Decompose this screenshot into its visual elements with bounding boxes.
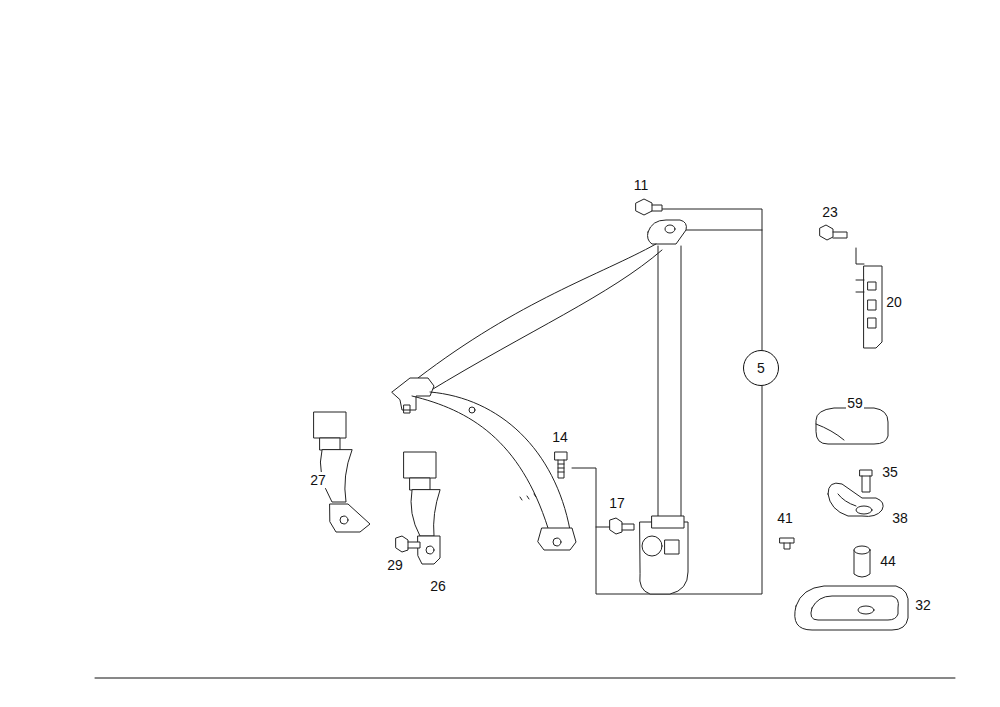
bracket-hole [868,300,876,310]
tray-hole [858,606,874,614]
bolt-thread [558,464,564,472]
callout-number: 14 [551,429,569,445]
retractor [640,522,688,594]
buckle-neck [320,438,340,450]
bolt [610,518,634,534]
bolt [780,538,794,549]
callout-number: 38 [891,510,909,526]
callout-number: 23 [821,204,839,220]
ring-hole [856,506,872,514]
retractor-spool [642,536,662,556]
callout-number: 32 [914,597,932,613]
buckle-strap [411,490,440,536]
callout-number: 17 [608,495,626,511]
callout-number: 29 [386,557,404,573]
callout-number: 26 [429,578,447,594]
belt-webbing [658,246,681,516]
group-circle: 5 [743,350,779,386]
callout-number: 27 [309,472,327,488]
belt-tongue [392,378,434,410]
anchor-hole [340,516,348,524]
bolt [820,225,847,240]
buckle-neck [410,478,430,490]
group-bracket [676,230,762,231]
bolt [555,452,567,478]
retractor-window [665,540,679,554]
bracket-hole [868,282,876,290]
callout-number: 20 [885,294,903,310]
anchor-hole [665,225,675,233]
upper-anchor [648,220,687,244]
callout-number: 44 [879,553,897,569]
callout-number: 41 [776,510,794,526]
spacer-top [854,546,870,554]
anchor-hole [426,546,434,554]
retractor-guide [652,516,684,528]
cover-edge [816,424,844,440]
webbing-stud [469,407,475,413]
group-bracket [572,386,762,594]
d-ring [828,483,883,516]
bracket-tab [856,280,864,292]
buckle-head [404,452,436,478]
buckle-plate [330,504,370,532]
mounting-bracket [864,266,882,348]
bolt [860,470,872,492]
footer-rule [95,678,955,679]
anchor-hole [553,538,561,546]
belt-webbing [418,244,662,392]
callout-number: 11 [633,177,650,193]
leader-line [856,248,864,264]
tongue-slot [404,405,410,413]
mounting-tray [795,586,909,630]
stitching [520,494,536,500]
cover-cap [816,408,888,444]
anchor-plate [538,528,576,550]
tray-recess [811,596,899,620]
callout-number: 59 [846,395,864,411]
d-ring-inner [838,494,856,506]
bracket-hole [868,318,876,328]
bolt [396,536,420,552]
buckle-plate [418,536,440,564]
callout-number: 35 [881,464,899,480]
bolt [636,199,662,215]
buckle-head [314,412,346,438]
callout-number: 5 [757,360,765,376]
